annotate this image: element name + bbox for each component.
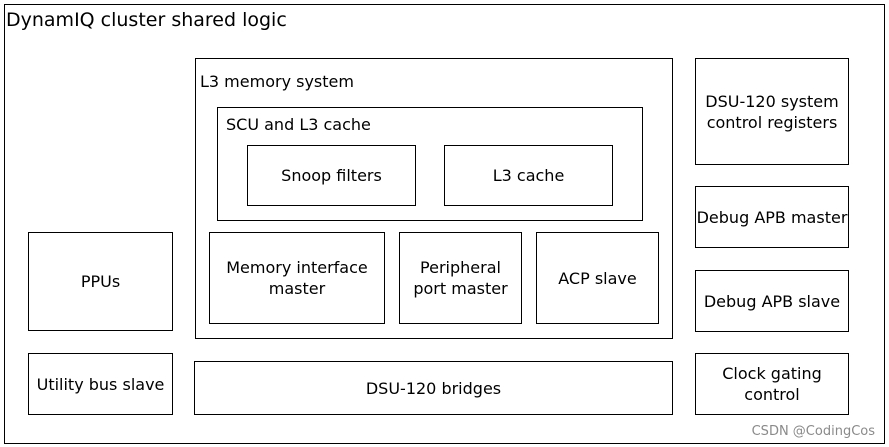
- memory-interface-master-line1: Memory interface: [226, 258, 368, 277]
- ppus-label: PPUs: [80, 272, 121, 291]
- watermark-text: CSDN @CodingCos: [751, 424, 875, 439]
- clock-gating-control-line2: control: [744, 385, 800, 404]
- debug-apb-slave-label: Debug APB slave: [703, 291, 841, 311]
- acp-slave-box: ACP slave: [536, 232, 659, 324]
- dsu-bridges-label: DSU-120 bridges: [365, 378, 502, 398]
- peripheral-port-master-line2: port master: [413, 279, 508, 298]
- peripheral-port-master-line1: Peripheral: [420, 258, 501, 277]
- memory-interface-master-line2: master: [268, 279, 326, 298]
- clock-gating-control-line1: Clock gating: [722, 364, 822, 383]
- debug-apb-master-box: Debug APB master: [695, 186, 849, 248]
- dsu-bridges-box: DSU-120 bridges: [194, 361, 673, 415]
- debug-apb-master-label: Debug APB master: [696, 207, 848, 227]
- peripheral-port-master-box: Peripheral port master: [399, 232, 522, 324]
- l3-cache-label: L3 cache: [492, 166, 565, 185]
- system-control-registers-line2: control registers: [706, 112, 838, 132]
- snoop-filters-label: Snoop filters: [281, 166, 382, 185]
- diagram-title: DynamIQ cluster shared logic: [6, 9, 287, 31]
- utility-bus-slave-label: Utility bus slave: [36, 374, 165, 394]
- system-control-registers-line1: DSU-120 system: [705, 91, 839, 111]
- l3-cache-box: L3 cache: [444, 145, 613, 206]
- ppus-box: PPUs: [28, 232, 173, 331]
- acp-slave-label: ACP slave: [558, 268, 637, 288]
- l3-memory-system-label: L3 memory system: [200, 72, 354, 91]
- system-control-registers-box: DSU-120 system control registers: [695, 58, 849, 165]
- scu-l3-cache-label: SCU and L3 cache: [226, 115, 371, 134]
- debug-apb-slave-box: Debug APB slave: [695, 270, 849, 332]
- clock-gating-control-box: Clock gating control: [695, 353, 849, 415]
- memory-interface-master-box: Memory interface master: [209, 232, 385, 324]
- utility-bus-slave-box: Utility bus slave: [28, 353, 173, 415]
- snoop-filters-box: Snoop filters: [247, 145, 416, 206]
